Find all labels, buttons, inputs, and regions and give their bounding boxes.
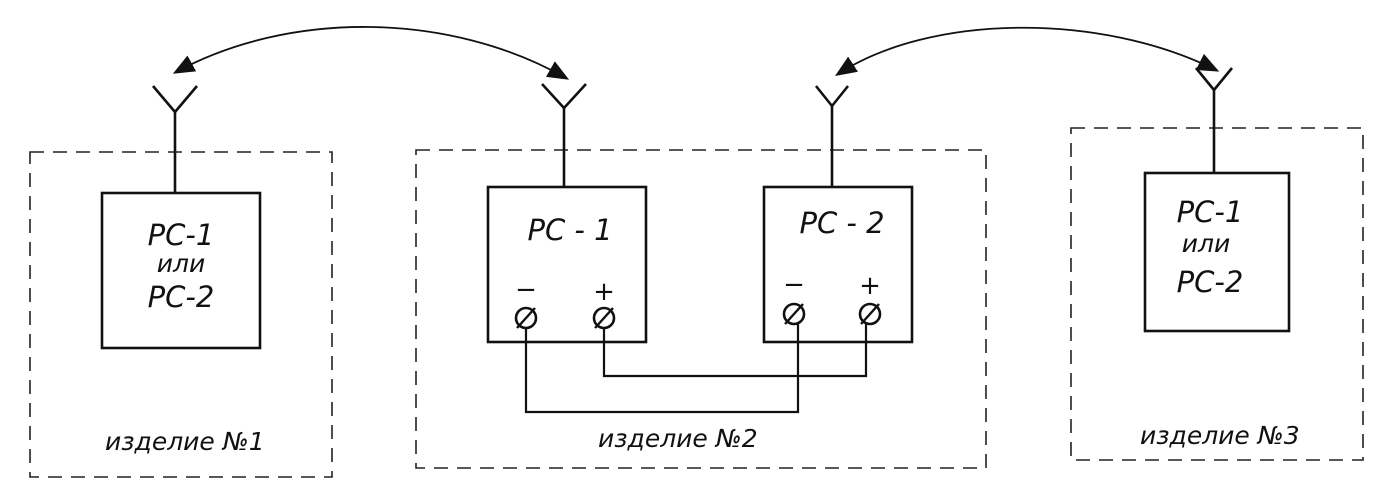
unit-a-plus-label: + <box>593 277 615 307</box>
device-3-line1: PC-1 <box>1177 195 1244 229</box>
device-1-line2: или <box>157 249 205 278</box>
device-2-unit-b-box <box>762 185 914 344</box>
device-1-radio-box <box>100 191 262 350</box>
unit-b-minus-terminal-icon <box>782 302 806 326</box>
device-1-line1: PC-1 <box>148 218 215 252</box>
device-2-dashed-boundary <box>415 149 987 469</box>
plus-to-plus-wire <box>602 324 868 378</box>
device-2-unit-a-box <box>486 185 648 344</box>
device-3-line3: PC-2 <box>1177 265 1244 299</box>
device-2-antenna-b-icon <box>814 85 850 187</box>
unit-b-plus-label: + <box>859 271 881 301</box>
device-3-line2: или <box>1182 229 1230 258</box>
radio-link-1-2-arrow-icon <box>172 26 570 80</box>
device-1-group: PC-1 или PC-2 изделие №1 <box>29 85 333 478</box>
device-1-caption: изделие №1 <box>105 427 265 456</box>
unit-b-minus-label: − <box>783 270 805 300</box>
device-2-unit-a-label: PC - 1 <box>527 213 612 247</box>
device-3-antenna-icon <box>1194 67 1234 173</box>
device-3-group: PC-1 или PC-2 изделие №3 <box>1070 67 1364 461</box>
device-1-antenna-icon <box>152 85 198 193</box>
device-2-antenna-a-icon <box>541 83 587 187</box>
device-1-line3: PC-2 <box>148 280 215 314</box>
unit-a-minus-label: − <box>515 275 537 305</box>
device-3-caption: изделие №3 <box>1140 421 1300 450</box>
radio-link-2-3-arrow-icon <box>834 26 1220 76</box>
device-2-group: PC - 1 − + PC - 2 − + <box>415 83 987 469</box>
device-1-dashed-boundary <box>29 151 333 478</box>
minus-to-minus-wire <box>524 324 800 414</box>
unit-b-plus-terminal-icon <box>858 302 882 326</box>
device-3-dashed-boundary <box>1070 127 1364 461</box>
device-2-unit-b-label: PC - 2 <box>799 206 884 240</box>
device-2-caption: изделие №2 <box>598 424 758 453</box>
device-3-radio-box <box>1143 171 1291 333</box>
